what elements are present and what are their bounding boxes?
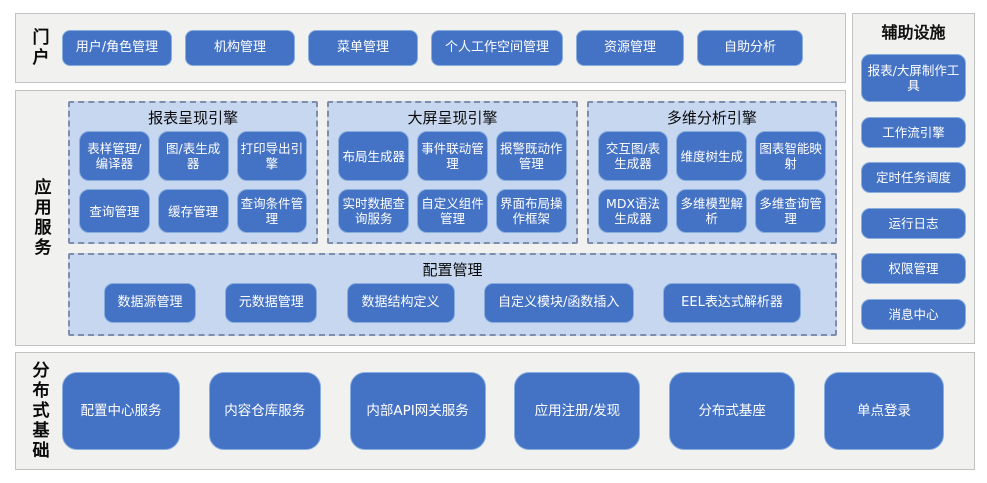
block-app-registration-discovery: 应用注册/发现	[514, 372, 641, 450]
block-resource-management: 资源管理	[576, 30, 684, 66]
block-print-export-engine: 打印导出引擎	[236, 131, 308, 182]
block-ui-layout-operation-framework: 界面布局操作框架	[495, 189, 567, 233]
block-scheduled-task-dispatch: 定时任务调度	[861, 162, 966, 194]
block-query-management: 查询管理	[79, 189, 150, 233]
block-query-condition-management: 查询条件管理	[236, 189, 308, 233]
application-services-section: 应用服务 报表呈现引擎 表样管理/编译器 图/表生成器 打印导出引擎 查询管理 …	[15, 90, 846, 346]
block-permission-management: 权限管理	[861, 253, 966, 285]
block-multidim-query-management: 多维查询管理	[755, 189, 826, 233]
application-services-content: 报表呈现引擎 表样管理/编译器 图/表生成器 打印导出引擎 查询管理 缓存管理 …	[66, 91, 845, 345]
config-management-title: 配置管理	[422, 261, 483, 279]
multidim-analysis-engine-title: 多维分析引擎	[666, 109, 757, 127]
block-config-center-service: 配置中心服务	[62, 372, 180, 450]
report-rendering-engine-panel: 报表呈现引擎 表样管理/编译器 图/表生成器 打印导出引擎 查询管理 缓存管理 …	[68, 101, 319, 244]
multidim-analysis-engine-grid: 交互图/表生成器 维度树生成 图表智能映射 MDX语法生成器 多维模型解析 多维…	[597, 131, 826, 233]
portal-button-row: 用户/角色管理 机构管理 菜单管理 个人工作空间管理 资源管理 自助分析	[62, 14, 845, 82]
block-single-sign-on: 单点登录	[823, 372, 944, 450]
block-report-bigscreen-authoring-tool: 报表/大屏制作工具	[861, 54, 966, 102]
block-personal-workspace-management: 个人工作空间管理	[431, 30, 563, 66]
block-alarm-action-management: 报警既动作管理	[495, 131, 567, 182]
block-internal-api-gateway-service: 内部API网关服务	[349, 372, 486, 450]
auxiliary-facilities-title: 辅助设施	[881, 23, 946, 42]
block-chart-table-generator: 图/表生成器	[157, 131, 229, 182]
bigscreen-rendering-engine-panel: 大屏呈现引擎 布局生成器 事件联动管理 报警既动作管理 实时数据查询服务 自定义…	[327, 101, 578, 244]
block-user-role-management: 用户/角色管理	[62, 30, 172, 66]
block-layout-generator: 布局生成器	[338, 131, 410, 182]
block-workflow-engine: 工作流引擎	[861, 116, 966, 148]
block-multidim-model-parsing: 多维模型解析	[676, 189, 748, 233]
block-message-center: 消息中心	[861, 298, 966, 330]
report-rendering-engine-grid: 表样管理/编译器 图/表生成器 打印导出引擎 查询管理 缓存管理 查询条件管理	[79, 131, 308, 233]
block-menu-management: 菜单管理	[308, 30, 418, 66]
block-cache-management: 缓存管理	[157, 189, 229, 233]
block-dimension-tree-generation: 维度树生成	[676, 131, 748, 182]
block-chart-smart-mapping: 图表智能映射	[755, 131, 826, 182]
report-rendering-engine-title: 报表呈现引擎	[148, 109, 239, 127]
auxiliary-facilities-section: 辅助设施 报表/大屏制作工具 工作流引擎 定时任务调度 运行日志 权限管理 消息…	[852, 13, 975, 344]
block-custom-module-function-insert: 自定义模块/函数插入	[483, 283, 634, 323]
block-org-management: 机构管理	[185, 30, 295, 66]
distributed-base-row: 配置中心服务 内容仓库服务 内部API网关服务 应用注册/发现 分布式基座 单点…	[62, 353, 974, 469]
application-services-label: 应用服务	[30, 178, 51, 258]
config-management-panel: 配置管理 数据源管理 元数据管理 数据结构定义 自定义模块/函数插入 EEL表达…	[68, 253, 837, 336]
portal-section: 门户 用户/角色管理 机构管理 菜单管理 个人工作空间管理 资源管理 自助分析	[15, 13, 846, 83]
config-management-row: 数据源管理 元数据管理 数据结构定义 自定义模块/函数插入 EEL表达式解析器	[82, 282, 823, 324]
block-template-management-compiler: 表样管理/编译器	[79, 131, 150, 182]
block-datasource-management: 数据源管理	[104, 283, 196, 323]
engine-row: 报表呈现引擎 表样管理/编译器 图/表生成器 打印导出引擎 查询管理 缓存管理 …	[68, 101, 837, 244]
block-eel-expression-parser: EEL表达式解析器	[663, 283, 801, 323]
portal-section-label: 门户	[28, 28, 49, 68]
distributed-base-label: 分布式基础	[28, 361, 49, 461]
block-metadata-management: 元数据管理	[225, 283, 318, 323]
block-mdx-syntax-generator: MDX语法生成器	[597, 189, 669, 233]
bigscreen-rendering-engine-title: 大屏呈现引擎	[407, 109, 498, 127]
block-distributed-pedestal: 分布式基座	[669, 372, 796, 450]
multidim-analysis-engine-panel: 多维分析引擎 交互图/表生成器 维度树生成 图表智能映射 MDX语法生成器 多维…	[586, 101, 837, 244]
block-interactive-chart-generator: 交互图/表生成器	[597, 131, 669, 182]
block-custom-component-management: 自定义组件管理	[417, 189, 488, 233]
block-content-repository-service: 内容仓库服务	[208, 372, 321, 450]
block-realtime-data-query-service: 实时数据查询服务	[338, 189, 410, 233]
block-run-log: 运行日志	[861, 207, 966, 239]
distributed-base-section: 分布式基础 配置中心服务 内容仓库服务 内部API网关服务 应用注册/发现 分布…	[15, 352, 975, 470]
block-event-linkage-management: 事件联动管理	[417, 131, 488, 182]
bigscreen-rendering-engine-grid: 布局生成器 事件联动管理 报警既动作管理 实时数据查询服务 自定义组件管理 界面…	[338, 131, 567, 233]
block-self-service-analysis: 自助分析	[697, 30, 803, 66]
auxiliary-facilities-list: 报表/大屏制作工具 工作流引擎 定时任务调度 运行日志 权限管理 消息中心	[853, 45, 974, 330]
block-data-structure-definition: 数据结构定义	[346, 283, 455, 323]
